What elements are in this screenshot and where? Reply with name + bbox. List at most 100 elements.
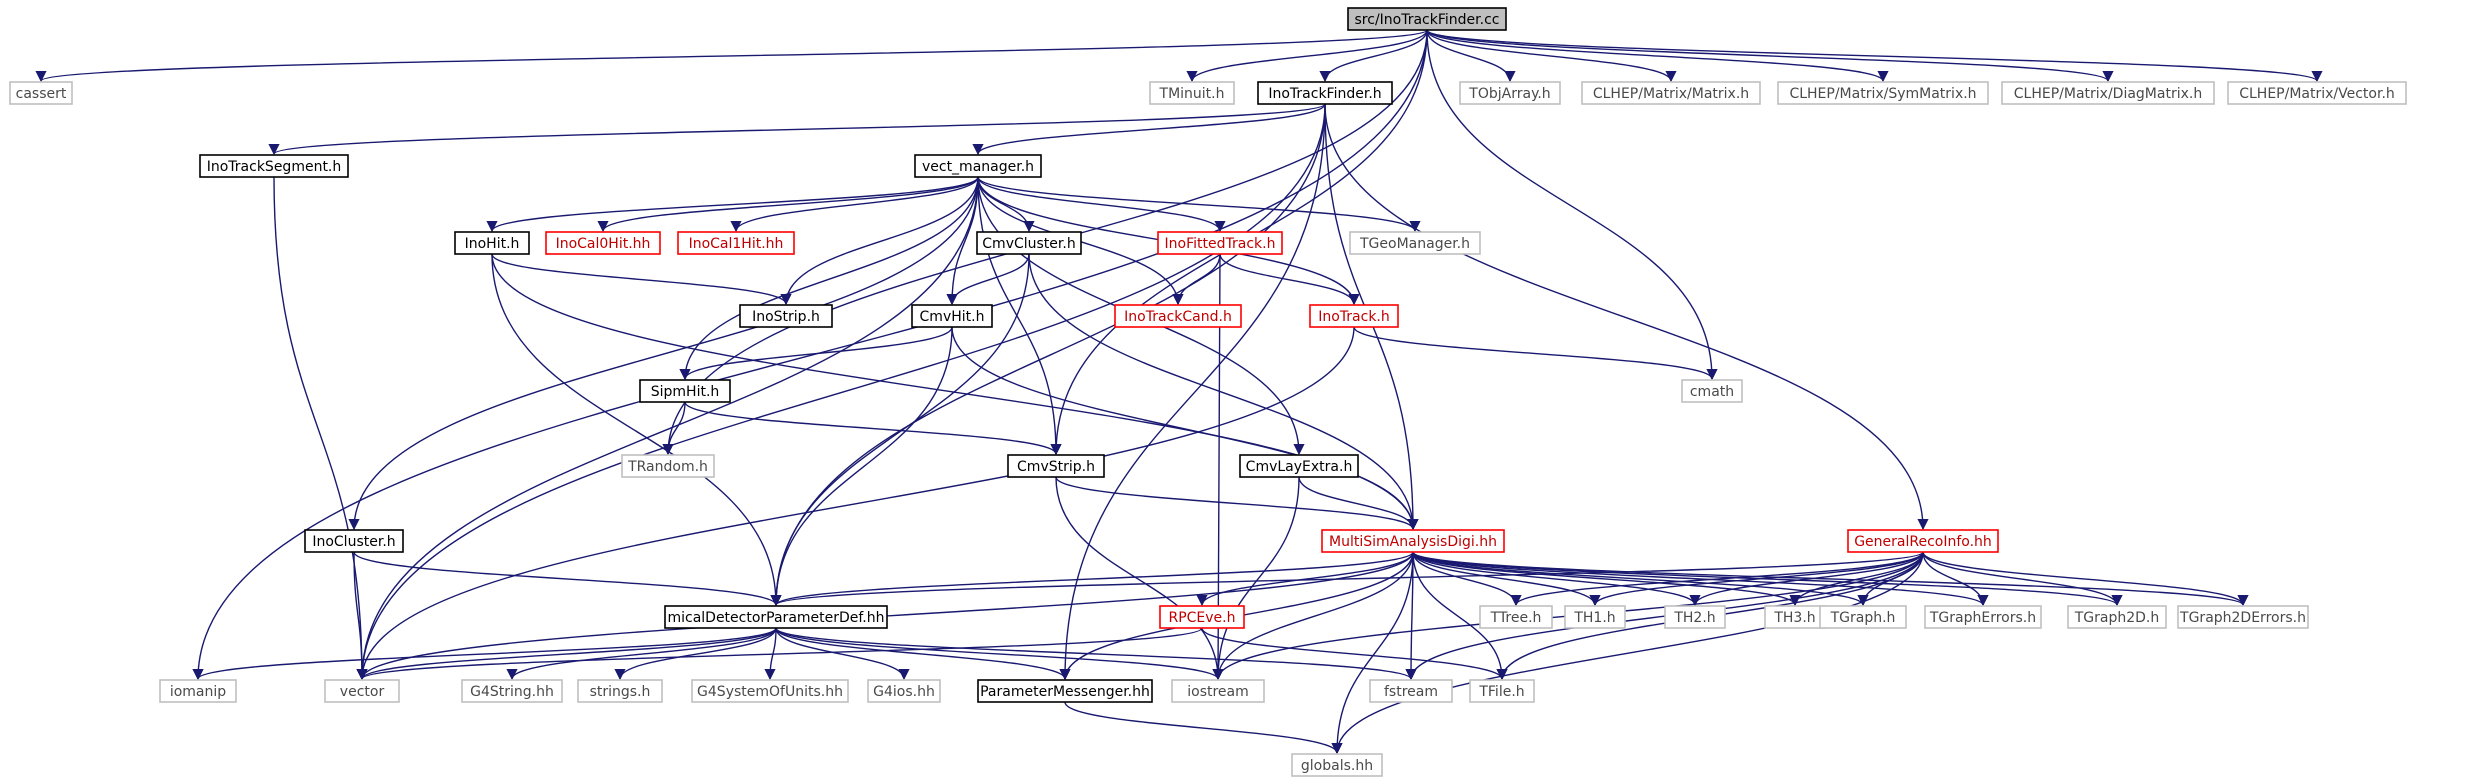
- node-G4ios[interactable]: G4ios.hh: [867, 679, 941, 703]
- node-box: [1847, 529, 1999, 553]
- edge-InoFittedTrack-to-InoTrack: [1219, 253, 1360, 306]
- node-box: [1459, 81, 1561, 105]
- node-InoHit[interactable]: InoHit.h: [454, 231, 530, 255]
- edge-CmvCluster-to-CmvHit: [946, 253, 1030, 306]
- node-box: [1257, 81, 1393, 105]
- node-label: TRandom.h: [627, 459, 708, 475]
- node-cmath[interactable]: cmath: [1681, 379, 1743, 403]
- node-label: CmvHit.h: [920, 309, 985, 325]
- node-vect_manager[interactable]: vect_manager.h: [914, 154, 1042, 178]
- edge-MultiSim-to-TH1: [1412, 551, 1601, 607]
- node-Vector[interactable]: CLHEP/Matrix/Vector.h: [2227, 81, 2407, 105]
- edge-GeneralRecoInfo-to-TH1: [1589, 551, 1924, 607]
- node-InoCluster[interactable]: InoCluster.h: [304, 529, 404, 553]
- edge-MultiSim-to-TGraph: [1412, 551, 1869, 607]
- edge-root-to-iomanip: [192, 29, 1428, 681]
- node-vector[interactable]: vector: [324, 679, 400, 703]
- node-label: RPCEve.h: [1168, 610, 1235, 626]
- node-strings[interactable]: strings.h: [577, 679, 663, 703]
- node-label: CLHEP/Matrix/DiagMatrix.h: [2014, 86, 2202, 102]
- node-box: [977, 679, 1153, 703]
- edge-micalDet-to-ParameterMessenger: [775, 627, 1071, 681]
- node-CmvLayExtra[interactable]: CmvLayExtra.h: [1239, 454, 1359, 478]
- node-TObjArray[interactable]: TObjArray.h: [1459, 81, 1561, 105]
- node-TGraph2DErrors[interactable]: TGraph2DErrors.h: [2177, 605, 2309, 629]
- node-label: CLHEP/Matrix/Matrix.h: [1593, 86, 1749, 102]
- node-label: src/InoTrackFinder.cc: [1355, 12, 1500, 28]
- node-InoTrackFinder[interactable]: InoTrackFinder.h: [1257, 81, 1393, 105]
- node-label: InoStrip.h: [752, 309, 820, 325]
- node-fstream[interactable]: fstream: [1369, 679, 1453, 703]
- node-InoTrackSegment[interactable]: InoTrackSegment.h: [199, 154, 349, 178]
- node-label: fstream: [1384, 684, 1438, 700]
- node-TGraphErrors[interactable]: TGraphErrors.h: [1924, 605, 2042, 629]
- node-label: InoFittedTrack.h: [1165, 236, 1276, 252]
- edge-root-to-TMinuit: [1186, 29, 1428, 83]
- node-label: TObjArray.h: [1468, 86, 1550, 102]
- node-TH2[interactable]: TH2.h: [1664, 605, 1726, 629]
- node-G4SystemOfUnits[interactable]: G4SystemOfUnits.hh: [691, 679, 849, 703]
- edge-vect_manager-to-InoStrip: [780, 176, 979, 306]
- node-TRandom[interactable]: TRandom.h: [621, 454, 715, 478]
- node-InoFittedTrack[interactable]: InoFittedTrack.h: [1157, 231, 1283, 255]
- edge-MultiSim-to-fstream: [1405, 551, 1417, 681]
- node-globals[interactable]: globals.hh: [1291, 753, 1383, 777]
- node-box: [1347, 7, 1507, 31]
- node-TGraph[interactable]: TGraph.h: [1819, 605, 1907, 629]
- node-TFile[interactable]: TFile.h: [1469, 679, 1535, 703]
- node-iomanip[interactable]: iomanip: [159, 679, 237, 703]
- node-InoCal1Hit[interactable]: InoCal1Hit.hh: [677, 231, 795, 255]
- edge-root-to-cmath: [1426, 29, 1718, 381]
- node-Matrix[interactable]: CLHEP/Matrix/Matrix.h: [1581, 81, 1761, 105]
- node-TH1[interactable]: TH1.h: [1564, 605, 1626, 629]
- node-TH3[interactable]: TH3.h: [1764, 605, 1826, 629]
- edge-micalDet-to-iomanip: [192, 627, 777, 681]
- edge-GeneralRecoInfo-to-TGraph2D: [1922, 551, 2123, 607]
- node-RPCEve[interactable]: RPCEve.h: [1159, 605, 1245, 629]
- edges: [35, 29, 2323, 755]
- node-G4String[interactable]: G4String.hh: [461, 679, 563, 703]
- node-box: [454, 231, 530, 255]
- edge-vect_manager-to-InoFittedTrack: [977, 176, 1226, 233]
- node-ParameterMessenger[interactable]: ParameterMessenger.hh: [977, 679, 1153, 703]
- node-label: CmvCluster.h: [982, 236, 1075, 252]
- node-SipmHit[interactable]: SipmHit.h: [639, 379, 731, 403]
- node-label: ParameterMessenger.hh: [980, 684, 1150, 700]
- node-label: SipmHit.h: [651, 384, 720, 400]
- node-box: [914, 154, 1042, 178]
- node-TMinuit[interactable]: TMinuit.h: [1149, 81, 1235, 105]
- edge-root-to-TObjArray: [1426, 29, 1516, 83]
- node-InoStrip[interactable]: InoStrip.h: [739, 304, 833, 328]
- node-box: [664, 605, 888, 629]
- node-box: [739, 304, 833, 328]
- node-micalDet[interactable]: micalDetectorParameterDef.hh: [664, 605, 888, 629]
- node-SymMatrix[interactable]: CLHEP/Matrix/SymMatrix.h: [1777, 81, 1989, 105]
- node-label: micalDetectorParameterDef.hh: [667, 610, 884, 626]
- node-CmvStrip[interactable]: CmvStrip.h: [1007, 454, 1105, 478]
- node-TGraph2D[interactable]: TGraph2D.h: [2067, 605, 2167, 629]
- node-DiagMatrix[interactable]: CLHEP/Matrix/DiagMatrix.h: [2001, 81, 2215, 105]
- node-box: [911, 304, 993, 328]
- edge-CmvCluster-to-micalDet: [770, 253, 1030, 607]
- node-box: [1157, 231, 1283, 255]
- edge-InoTrackFinder-to-micalDet: [770, 103, 1326, 607]
- node-TGeoManager[interactable]: TGeoManager.h: [1349, 231, 1481, 255]
- node-iostream[interactable]: iostream: [1171, 679, 1265, 703]
- node-TTree[interactable]: TTree.h: [1479, 605, 1553, 629]
- node-box: [2227, 81, 2407, 105]
- node-InoTrackCand[interactable]: InoTrackCand.h: [1114, 304, 1242, 328]
- node-GeneralRecoInfo[interactable]: GeneralRecoInfo.hh: [1847, 529, 1999, 553]
- node-box: [1479, 605, 1553, 629]
- node-InoCal0Hit[interactable]: InoCal0Hit.hh: [545, 231, 661, 255]
- edge-micalDet-to-vector: [356, 627, 777, 681]
- node-root[interactable]: src/InoTrackFinder.cc: [1347, 7, 1507, 31]
- node-label: TGeoManager.h: [1359, 236, 1470, 252]
- node-InoTrack[interactable]: InoTrack.h: [1309, 304, 1399, 328]
- node-CmvCluster[interactable]: CmvCluster.h: [976, 231, 1082, 255]
- edge-root-to-Vector: [1426, 29, 2323, 83]
- node-CmvHit[interactable]: CmvHit.h: [911, 304, 993, 328]
- edge-CmvHit-to-micalDet: [770, 326, 953, 607]
- node-cassert[interactable]: cassert: [9, 81, 73, 105]
- node-MultiSim[interactable]: MultiSimAnalysisDigi.hh: [1321, 529, 1505, 553]
- node-box: [1291, 753, 1383, 777]
